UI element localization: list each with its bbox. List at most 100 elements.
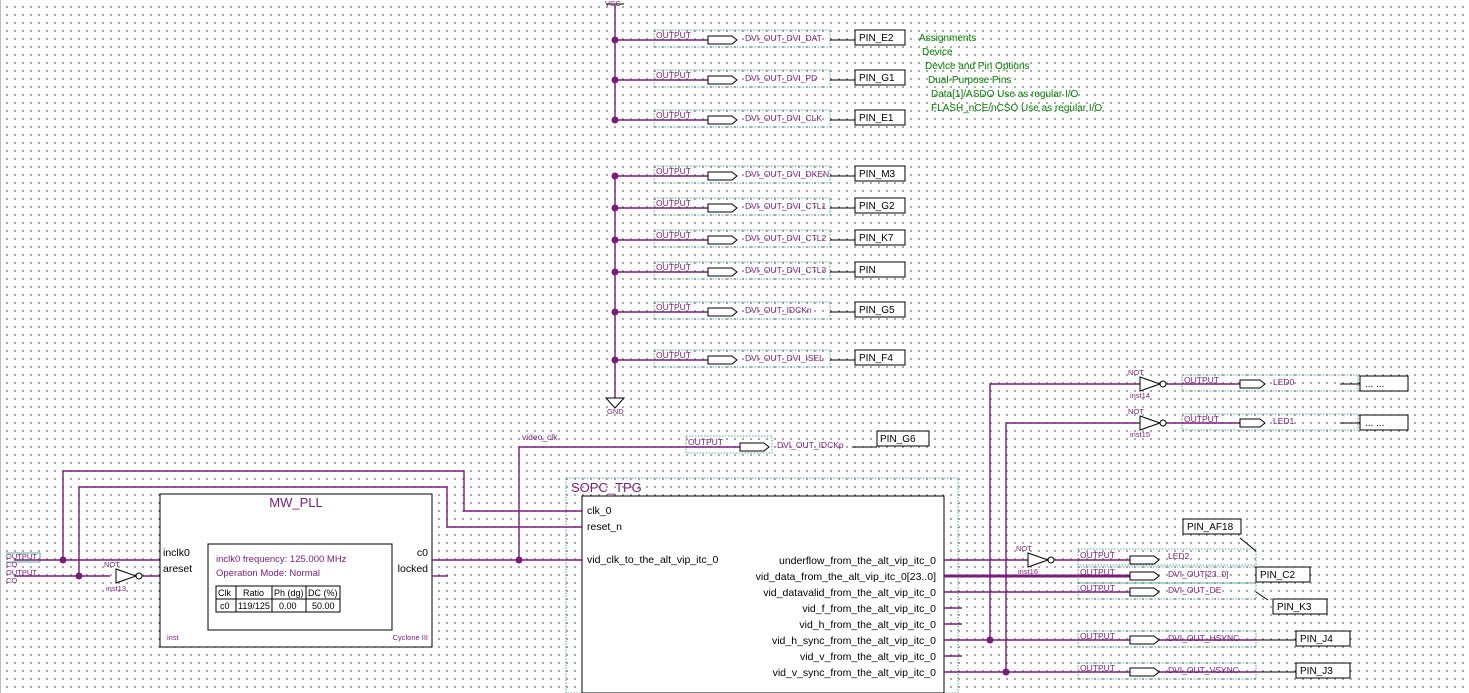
pin-box: [1359, 414, 1409, 431]
pin-outline: [653, 109, 831, 128]
pin-name: ... ...: [1365, 379, 1384, 390]
pin-name: PIN_AF18: [1187, 522, 1234, 533]
signal-name: DVI_OUT[23..0]: [1168, 569, 1228, 579]
output-type-label: OUTPUT: [656, 166, 691, 176]
pin-outline: [653, 197, 831, 216]
pin-box: [854, 29, 906, 46]
output-pin-symbol: [1239, 418, 1266, 428]
sopc-port-clk0: clk_0: [587, 505, 612, 517]
output-type-label: OUTPUT: [656, 110, 691, 120]
output-pin-symbol: [707, 267, 738, 277]
left-inputs: OUTPUT CO OUTPUT CO: [6, 552, 41, 585]
idckp-output-pin[interactable]: OUTPUT DVI_OUT_IDCKp PIN_G6: [685, 430, 930, 454]
output-type-label: OUTPUT: [656, 302, 691, 312]
sopc-port-vidclk: vid_clk_to_the_alt_vip_itc_0: [587, 554, 718, 566]
pin-box: [854, 349, 906, 366]
dvi-config-pin-row[interactable]: OUTPUT DVI_OUT_DVI_DKEN PIN_M3: [611, 165, 906, 184]
pin-outline: [653, 69, 831, 88]
pin-outline: [1077, 662, 1257, 680]
sopc-tpg-block[interactable]: SOPC_TPG clk_0 reset_n vid_clk_to_the_al…: [571, 480, 945, 693]
pin-outline: [653, 301, 831, 320]
pin-name: PIN_G5: [859, 305, 895, 316]
inverter-bubble: [1159, 380, 1167, 388]
table-header: DC (%): [308, 588, 338, 598]
pin-outline: [1077, 630, 1257, 648]
pin-box: [854, 109, 906, 126]
pin-name: PIN: [859, 265, 876, 276]
pll-areset-inverter[interactable]: NOT inst13: [104, 560, 143, 593]
inverter-instance: inst15: [1130, 430, 1150, 439]
signal-name: DVI_OUT_VSYNC: [1168, 665, 1239, 675]
inverter-instance: inst14: [1130, 391, 1150, 400]
sopc-outline: [565, 477, 959, 693]
pin-name: PIN_C2: [1260, 570, 1295, 581]
inverter-instance: inst13: [106, 584, 126, 593]
pin-outline: [1077, 582, 1257, 600]
pll-info-mode: Operation Mode: Normal: [216, 568, 320, 579]
left-input-label: OUTPUT: [6, 552, 37, 561]
output-pin-symbol: [707, 115, 738, 125]
output-pin-symbol: [1129, 587, 1160, 597]
assignment-line: Assignments: [919, 33, 976, 44]
signal-name: DVI_OUT_IDCKn: [745, 305, 812, 315]
pin-box: [854, 261, 906, 278]
pin-box: [854, 229, 906, 246]
pin-box: [1272, 598, 1328, 615]
vcc-symbol[interactable]: VCC: [605, 0, 624, 8]
signal-name: LED0: [1273, 377, 1295, 387]
signal-name: DVI_OUT_DVI_PD: [745, 73, 817, 83]
output-pin-symbol: [707, 355, 738, 365]
signal-name: DVI_OUT_DVI_DAT: [745, 33, 822, 43]
signal-name: DVI_OUT_DVI_DKEN: [745, 169, 829, 179]
pin-outline: [653, 349, 831, 368]
pin-box: [854, 165, 906, 182]
table-header: Clk: [218, 588, 231, 598]
output-pin-symbol: [1129, 571, 1160, 581]
output-type-label: OUTPUT: [1184, 375, 1219, 385]
junction: [611, 116, 619, 124]
pll-clock-table: Clk Ratio Ph (dg) DC (%) c0 119/125 0.00…: [215, 585, 341, 613]
junction: [515, 556, 523, 564]
led2-output-pin[interactable]: OUTPUT LED2 PIN_AF18: [1077, 518, 1257, 566]
pin-outline: [653, 165, 831, 184]
led2-inverter[interactable]: NOT inst16: [1016, 544, 1055, 576]
junction: [611, 36, 619, 44]
assignment-line: Data[1]/ASDO Use as regular I/O: [931, 89, 1079, 100]
output-type-label: OUTPUT: [1080, 567, 1115, 577]
output-type-label: OUTPUT: [1080, 583, 1115, 593]
dvi-config-pin-row[interactable]: OUTPUT DVI_OUT_IDCKn PIN_G5: [611, 301, 906, 320]
output-type-label: OUTPUT: [656, 198, 691, 208]
junction: [611, 236, 619, 244]
output-pin-symbol: [707, 35, 738, 45]
output-pin-symbol: [1239, 379, 1266, 389]
pll-port-locked: locked: [398, 563, 429, 575]
table-cell: 119/125: [238, 601, 270, 611]
inverter-symbol: [1139, 376, 1162, 392]
junction: [59, 556, 67, 564]
dvi-video-output-row[interactable]: OUTPUT DVI_OUT[23..0] PIN_C2: [1077, 566, 1311, 584]
pin-name: PIN_G1: [859, 73, 895, 84]
mw-pll-block[interactable]: MW_PLL inclk0 areset c0 locked inclk0 fr…: [159, 493, 433, 648]
junction: [611, 308, 619, 316]
pin-name: PIN_J4: [1300, 634, 1333, 645]
gnd-symbol[interactable]: GND: [604, 397, 626, 416]
inverter-instance: inst16: [1018, 567, 1038, 576]
output-type-label: OUTPUT: [1080, 550, 1115, 560]
signal-name: DVI_OUT_DVI_CTL3: [745, 265, 827, 275]
pin-name: PIN_M3: [859, 169, 896, 180]
